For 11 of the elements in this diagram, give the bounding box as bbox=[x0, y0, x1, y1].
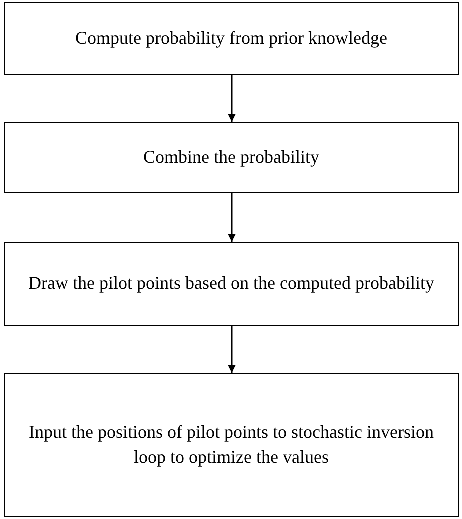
process-box bbox=[4, 373, 459, 517]
box-text: Draw the pilot points based on the computed probability bbox=[28, 272, 434, 296]
process-box bbox=[4, 242, 459, 326]
process-box bbox=[4, 2, 459, 75]
arrow bbox=[228, 75, 236, 122]
arrow bbox=[228, 326, 236, 373]
box-text: Combine the probability bbox=[144, 146, 320, 169]
box-text: Compute probability from prior knowledge bbox=[76, 26, 388, 50]
arrow bbox=[228, 193, 236, 242]
process-box bbox=[4, 122, 459, 193]
box-text: Input the positions of pilot points to stochastic inversion loop to optimize the values bbox=[28, 420, 435, 469]
